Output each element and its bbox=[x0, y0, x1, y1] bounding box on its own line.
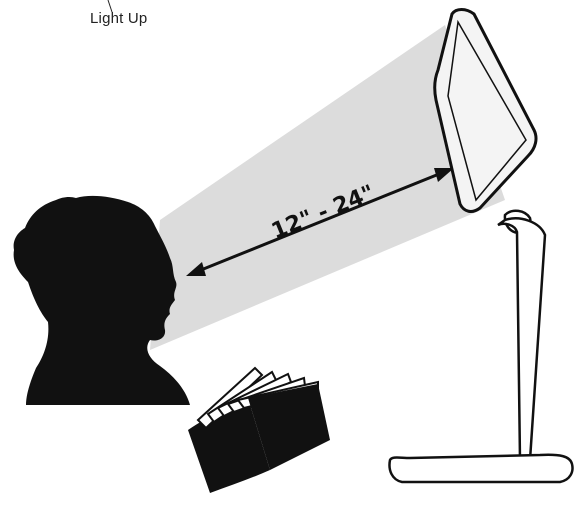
book-icon bbox=[188, 368, 330, 493]
lamp-stand bbox=[390, 211, 573, 482]
caption-light-up: Light Up bbox=[90, 10, 147, 27]
